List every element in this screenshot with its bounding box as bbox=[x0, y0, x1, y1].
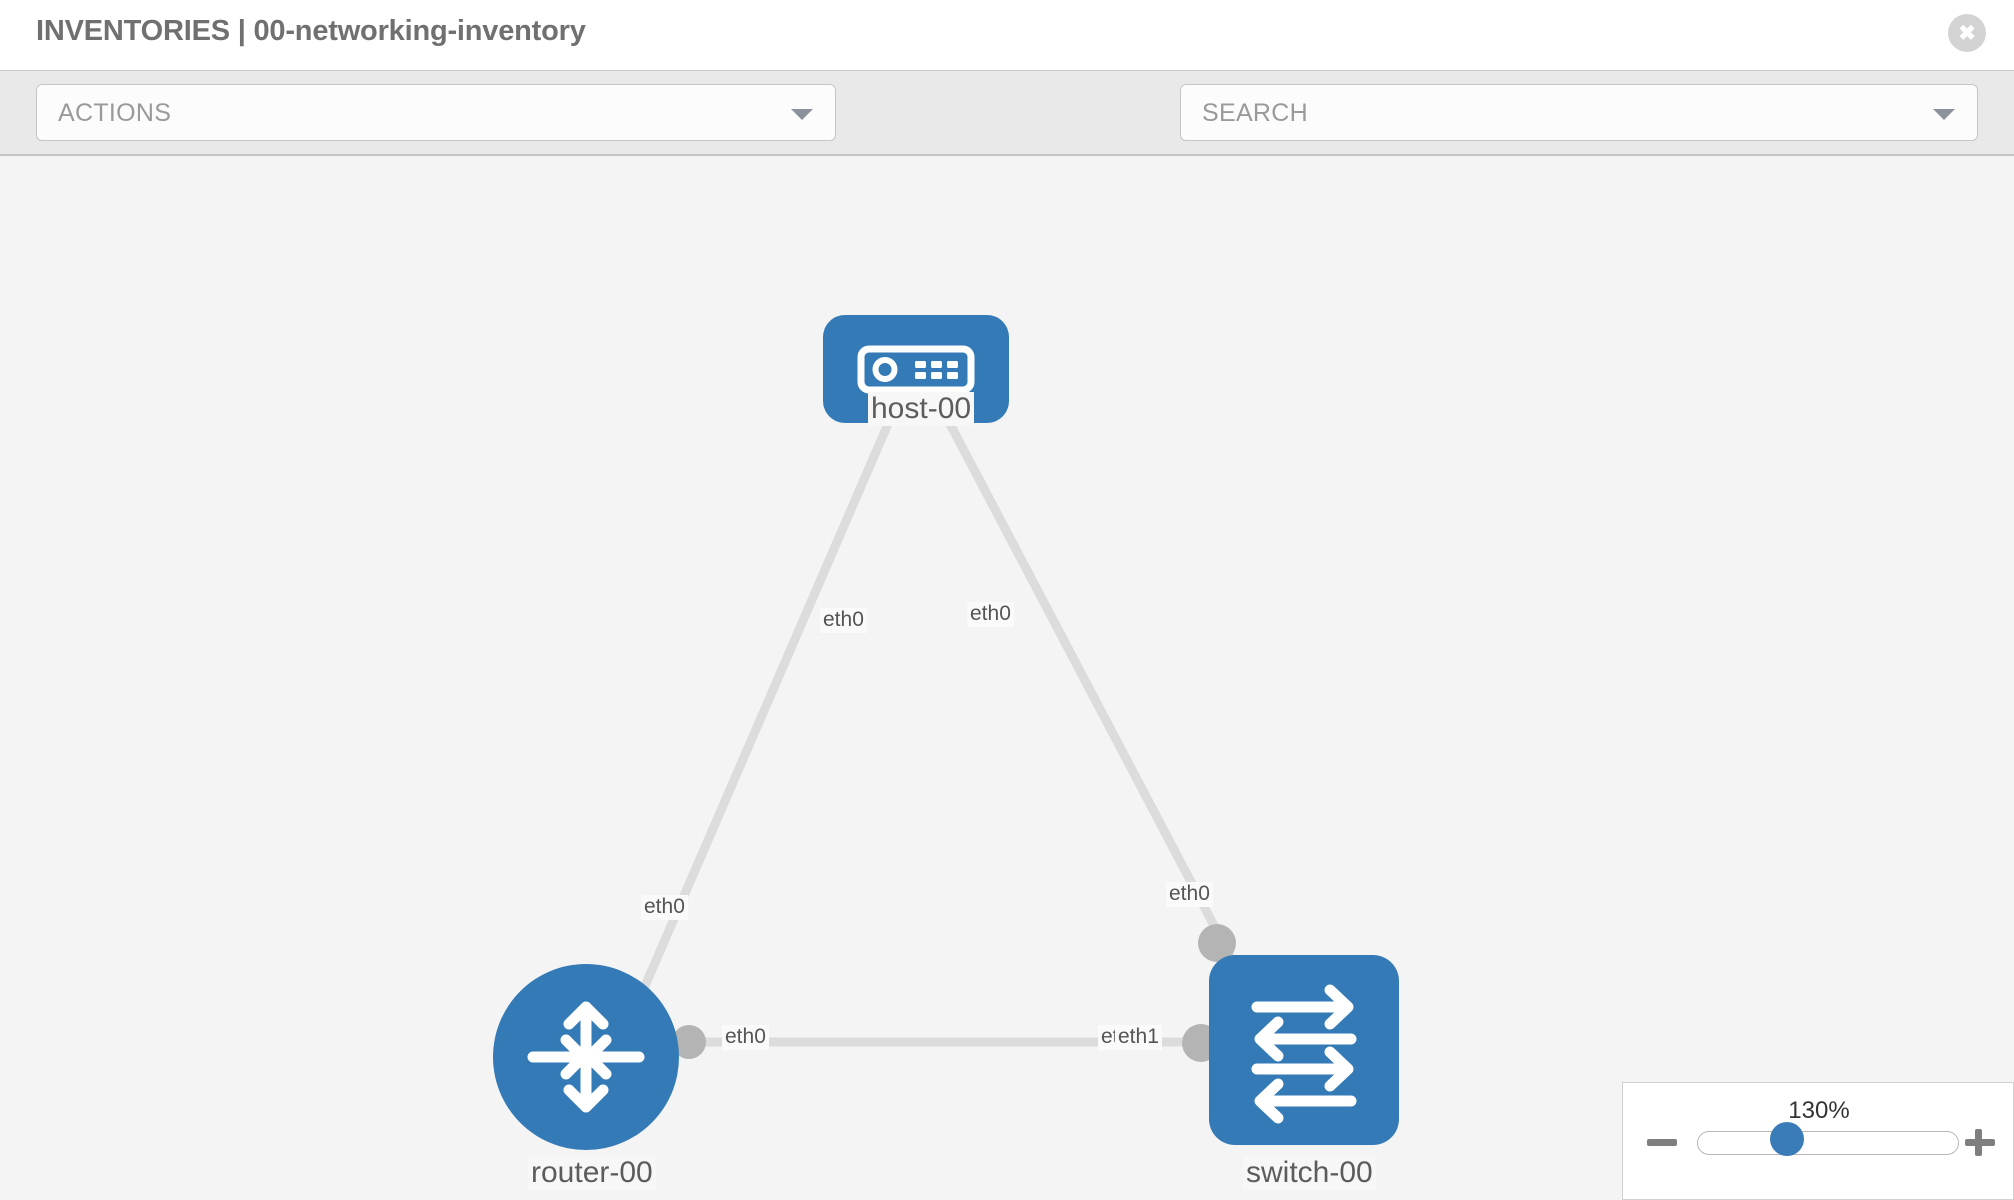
search-placeholder: SEARCH bbox=[1202, 99, 1308, 127]
node-label-router-00: router-00 bbox=[528, 1156, 656, 1191]
edge-host-router bbox=[640, 419, 893, 991]
page-header: INVENTORIES | 00-networking-inventory ✖ bbox=[0, 0, 2014, 70]
iface-label-router-top-eth0: eth0 bbox=[641, 895, 688, 920]
iface-label-router-right-eth0: eth0 bbox=[722, 1025, 769, 1050]
zoom-control-panel: 130% bbox=[1622, 1082, 2014, 1200]
topology-edges bbox=[640, 419, 1235, 1047]
chevron-down-icon bbox=[791, 108, 813, 120]
iface-label-switch-top-eth0: eth0 bbox=[1166, 882, 1213, 907]
node-label-host-00: host-00 bbox=[868, 392, 975, 427]
node-router-00[interactable] bbox=[493, 964, 679, 1150]
minus-bar bbox=[1647, 1139, 1677, 1146]
plus-icon[interactable] bbox=[1963, 1125, 1997, 1159]
actions-dropdown[interactable]: ACTIONS bbox=[36, 84, 836, 141]
zoom-level-value: 130% bbox=[1788, 1097, 1850, 1124]
router-arrows-icon bbox=[527, 1001, 645, 1113]
topology-canvas[interactable]: host-00 router-00 switch-00 eth0 eth0 et… bbox=[0, 156, 2014, 1200]
server-appliance-icon bbox=[857, 345, 975, 394]
actions-dropdown-label: ACTIONS bbox=[58, 99, 172, 127]
iface-label-switch-left-eth1: eth1 bbox=[1115, 1025, 1162, 1050]
node-switch-00[interactable] bbox=[1209, 955, 1399, 1145]
iface-label-host-right-eth0: eth0 bbox=[967, 602, 1014, 627]
close-glyph: ✖ bbox=[1958, 21, 1976, 45]
edge-host-switch bbox=[945, 419, 1235, 961]
page-title: INVENTORIES | 00-networking-inventory bbox=[36, 15, 586, 47]
zoom-slider[interactable] bbox=[1697, 1131, 1959, 1155]
minus-icon[interactable] bbox=[1645, 1125, 1679, 1159]
iface-label-host-left-eth0: eth0 bbox=[820, 608, 867, 633]
switch-arrows-icon bbox=[1251, 984, 1357, 1124]
plus-bar-vertical bbox=[1975, 1129, 1982, 1156]
close-icon[interactable]: ✖ bbox=[1948, 14, 1986, 52]
toolbar: ACTIONS SEARCH bbox=[0, 70, 2014, 194]
node-label-switch-00: switch-00 bbox=[1243, 1156, 1376, 1191]
zoom-slider-thumb[interactable] bbox=[1770, 1122, 1804, 1156]
chevron-down-icon bbox=[1933, 108, 1955, 120]
search-input[interactable]: SEARCH bbox=[1180, 84, 1978, 141]
